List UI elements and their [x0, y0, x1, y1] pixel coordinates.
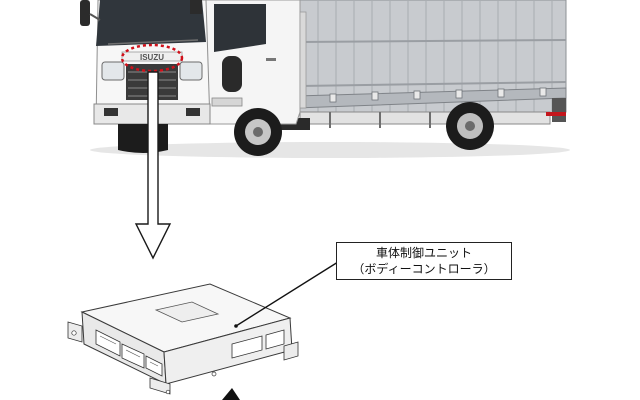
- callout-line-2: （ボディーコントローラ）: [352, 262, 496, 276]
- body-control-unit: [67, 283, 299, 395]
- unit-callout-label: 車体制御ユニット （ボディーコントローラ）: [336, 242, 512, 280]
- callout-line-1: 車体制御ユニット: [375, 246, 472, 260]
- brand-badge-text: ISUZU: [140, 53, 164, 62]
- partial-arrow: [222, 388, 240, 400]
- down-arrow: [134, 71, 172, 260]
- rear-wheel: [446, 102, 494, 150]
- truck-illustration: ISUZU: [80, 0, 570, 158]
- cargo-box: [295, 0, 567, 128]
- location-highlight-circle: [120, 43, 184, 73]
- cab: ISUZU: [80, 0, 307, 125]
- leader-line: [235, 261, 339, 327]
